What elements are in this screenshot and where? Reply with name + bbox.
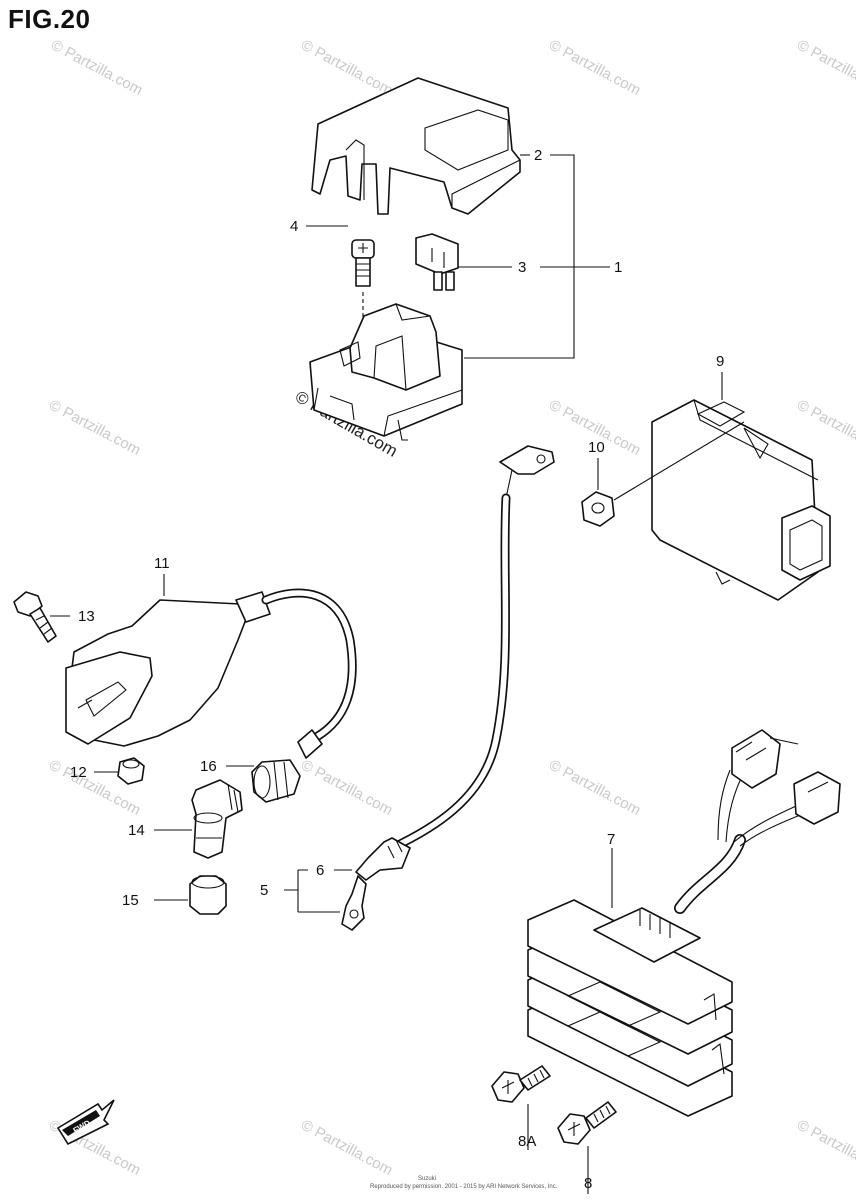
ground-wire — [341, 445, 555, 931]
footer-line-2: Reproduced by permission. 2001 - 2015 by… — [370, 1184, 558, 1190]
watermark: © Partzilla.com — [546, 757, 643, 819]
bolt-8a — [491, 1065, 551, 1103]
watermark: © Partzilla.com — [794, 37, 856, 99]
callout-16[interactable]: 16 — [200, 758, 217, 775]
rubber-sleeve — [189, 875, 227, 915]
bolt-8 — [557, 1101, 617, 1145]
callout-3[interactable]: 3 — [518, 259, 526, 276]
watermark: © Partzilla.com — [794, 1117, 856, 1179]
fwd-arrow-icon: FWD — [56, 1099, 115, 1146]
callout-11[interactable]: 11 — [154, 555, 170, 572]
ignition-coil — [65, 588, 357, 759]
callout-8[interactable]: 8 — [584, 1175, 592, 1192]
watermark: © Partzilla.com — [48, 37, 145, 99]
nut — [581, 421, 745, 527]
callout-5[interactable]: 5 — [260, 882, 268, 899]
screw — [351, 239, 375, 318]
watermark: © Partzilla.com — [546, 37, 643, 99]
fuse — [415, 233, 459, 291]
callout-8A[interactable]: 8A — [518, 1133, 536, 1150]
watermark: © Partzilla.com — [298, 757, 395, 819]
starter-relay — [309, 303, 463, 441]
watermark: © Partzilla.com — [298, 1117, 395, 1179]
plug-elbow — [191, 779, 243, 859]
collar — [117, 757, 145, 785]
callout-15[interactable]: 15 — [122, 892, 139, 909]
watermark: © Partzilla.com — [794, 397, 856, 459]
relay-cover — [311, 77, 521, 215]
callout-10[interactable]: 10 — [588, 439, 605, 456]
regulator-rectifier — [527, 729, 841, 1117]
callout-2[interactable]: 2 — [534, 147, 542, 164]
callout-1[interactable]: 1 — [614, 259, 622, 276]
bolt-13 — [13, 591, 57, 643]
watermark: © Partzilla.com — [298, 37, 395, 99]
callout-14[interactable]: 14 — [128, 822, 145, 839]
callout-6[interactable]: 6 — [316, 862, 324, 879]
footer-line-1: Suzuki — [418, 1176, 436, 1182]
callout-13[interactable]: 13 — [78, 608, 95, 625]
watermark: © Partzilla.com — [46, 397, 143, 459]
figure-title: FIG.20 — [8, 4, 91, 34]
callout-7[interactable]: 7 — [607, 831, 615, 848]
callout-12[interactable]: 12 — [70, 764, 87, 781]
cdi-unit — [651, 399, 831, 601]
plug-cap — [251, 759, 301, 803]
callout-9[interactable]: 9 — [716, 353, 724, 370]
callout-4[interactable]: 4 — [290, 218, 298, 235]
leader-1-bracket — [464, 154, 575, 359]
leader-5-bracket — [284, 869, 340, 913]
